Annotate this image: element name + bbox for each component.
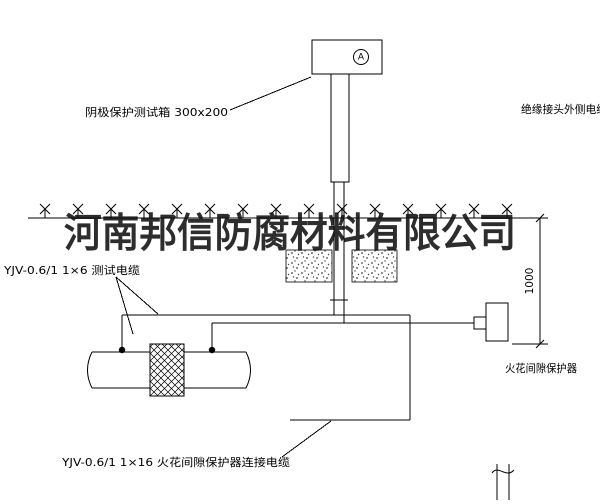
pipe-end-left [87,351,93,389]
dimension-1000-label: 1000 [524,268,536,295]
pipe-break-symbol [496,464,510,500]
weld-dot-right [208,346,216,354]
protector-cable-label: YJV-0.6/1 1×16 火花间隙保护器连接电缆 [61,455,290,469]
leader-protector-cable-label [281,420,332,458]
spark-gap-protector-stem [473,316,487,330]
pipe-break-wave [491,469,515,474]
test-post-upper [330,73,350,183]
dimension-ticks [535,213,545,349]
test-cable-label: YJV-0.6/1 1×6 测试电缆 [3,264,140,277]
meter-symbol: A [358,53,365,63]
concrete-foundation-right [351,249,398,283]
pipe-end-right [245,351,251,389]
test-box-label: 阴极保护测试箱 300x200 [85,105,228,119]
spark-gap-protector-body [485,302,509,342]
concrete-foundation-left [285,249,333,283]
leader-test-box-label [229,76,312,111]
leader-test-cable-label [115,276,134,335]
test-box [311,39,383,75]
meter-circle [353,49,369,65]
spark-gap-protector-label: 火花间隙保护器 [505,361,577,375]
insulating-joint-hatch [149,343,185,397]
outer-cable-label: 绝缘接头外侧电缆 [521,102,600,116]
company-watermark: 河南邦信防腐材料有限公司 [64,210,516,257]
leader-test-cable-label [115,276,159,315]
weld-dot-left [118,346,126,354]
